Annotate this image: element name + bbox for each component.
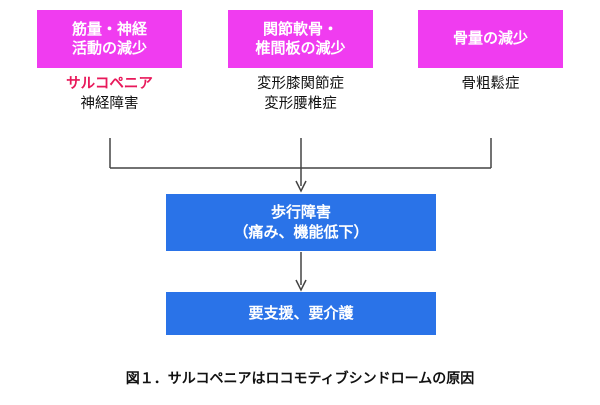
condition-osteoporosis: 骨粗鬆症 [461,76,520,92]
result-line: 歩行障害 [270,203,331,221]
result-line: （痛み、機能低下） [233,222,369,241]
figure-caption: 図１．サルコペニアはロコモティブシンドロームの原因 [125,371,475,387]
condition-neuropathy: 神経障害 [80,95,139,112]
cause-title-line: 関節軟骨・ [262,19,338,38]
cause-title-line: 骨量の減少 [452,29,528,48]
arrowhead-1 [295,180,307,193]
cause-title-line: 椎間板の減少 [255,39,346,57]
condition-knee-oa: 変形膝関節症 [257,76,344,92]
conditions-muscle-nerve: サルコペニア 神経障害 [37,75,182,114]
cause-title-line: 筋量・神経 [71,19,147,38]
cause-title-line: 活動の減少 [71,39,147,57]
condition-lumbar-spondylosis: 変形腰椎症 [264,95,337,112]
outcome-box-care-needed: 要支援、要介護 [166,292,436,335]
condition-sarcopenia: サルコペニア [66,76,153,92]
outcome-label: 要支援、要介護 [248,303,354,322]
cause-box-cartilage-disc: 関節軟骨・ 椎間板の減少 [228,10,373,68]
cause-box-bone-mass: 骨量の減少 [418,10,563,68]
arrowhead-2 [295,279,307,292]
conditions-cartilage-disc: 変形膝関節症 変形腰椎症 [218,75,383,114]
result-box-walking-disorder: 歩行障害 （痛み、機能低下） [166,194,436,251]
conditions-bone-mass: 骨粗鬆症 [418,75,563,95]
cause-box-muscle-nerve: 筋量・神経 活動の減少 [37,10,182,68]
